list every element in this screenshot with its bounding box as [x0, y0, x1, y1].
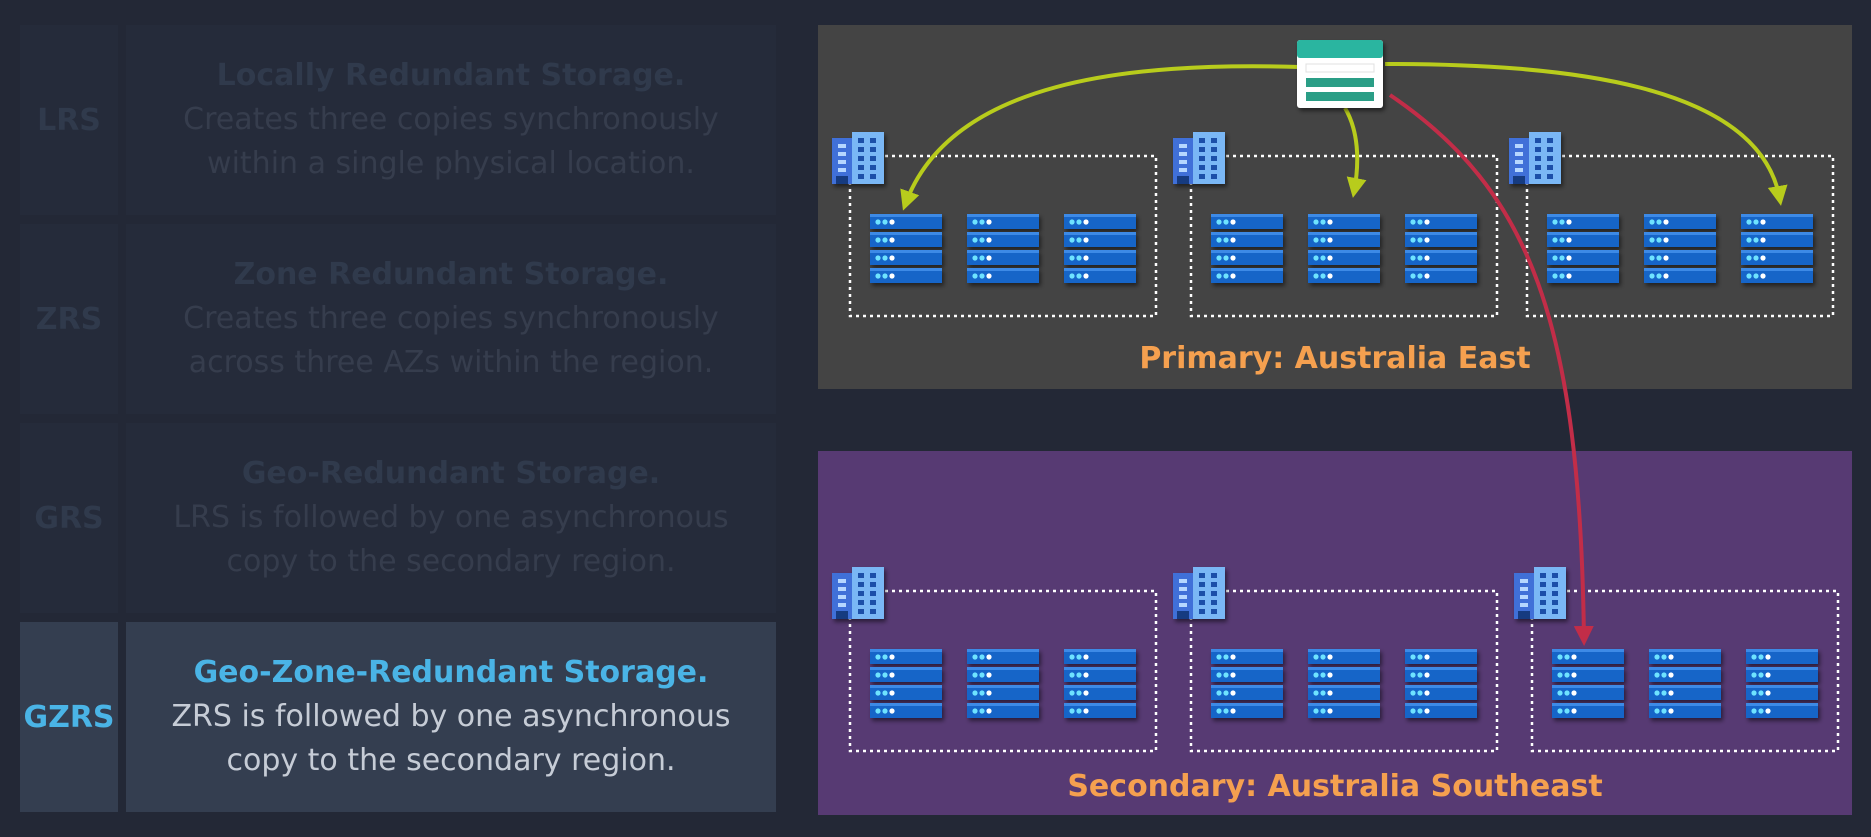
storage-account-icon	[1297, 40, 1383, 108]
datacenter-building-icon	[1173, 132, 1225, 184]
server-rack-icon	[1746, 649, 1818, 718]
availability-zone	[848, 154, 1158, 318]
sync-copy-arrow	[1343, 106, 1367, 198]
primary-region-label: Primary: Australia East	[1139, 341, 1531, 376]
option-line: across three AZs within the region.	[188, 345, 714, 380]
server-rack-icon	[1211, 649, 1283, 718]
server-rack-icon	[967, 214, 1039, 283]
server-rack-icon	[1308, 649, 1380, 718]
option-description: Locally Redundant Storage. Creates three…	[126, 25, 776, 215]
option-code: LRS	[20, 25, 118, 215]
option-line: copy to the secondary region.	[226, 544, 676, 579]
option-title: Geo-Redundant Storage.	[241, 456, 661, 491]
server-rack-icon	[870, 649, 942, 718]
option-description: Geo-Zone-Redundant Storage. ZRS is follo…	[126, 622, 776, 812]
server-rack-icon	[1308, 214, 1380, 283]
option-description: Zone Redundant Storage. Creates three co…	[126, 224, 776, 414]
server-rack-icon	[1552, 649, 1624, 718]
availability-zone	[848, 589, 1158, 753]
option-line: within a single physical location.	[207, 146, 695, 181]
option-lrs[interactable]: LRS Locally Redundant Storage. Creates t…	[20, 25, 776, 215]
sync-copy-arrow	[1384, 62, 1788, 206]
option-line: LRS is followed by one asynchronous	[173, 500, 729, 535]
async-copy-arrow	[1388, 93, 1594, 646]
option-title: Geo-Zone-Redundant Storage.	[193, 655, 709, 690]
option-zrs[interactable]: ZRS Zone Redundant Storage. Creates thre…	[20, 224, 776, 414]
server-rack-icon	[1741, 214, 1813, 283]
server-rack-icon	[1405, 649, 1477, 718]
server-rack-icon	[1064, 649, 1136, 718]
option-gzrs[interactable]: GZRS Geo-Zone-Redundant Storage. ZRS is …	[20, 622, 776, 812]
datacenter-building-icon	[832, 132, 884, 184]
server-rack-icon	[1644, 214, 1716, 283]
server-rack-icon	[1547, 214, 1619, 283]
option-title: Locally Redundant Storage.	[216, 58, 686, 93]
option-line: Creates three copies synchronously	[183, 102, 719, 137]
datacenter-building-icon	[832, 567, 884, 619]
datacenter-building-icon	[1173, 567, 1225, 619]
availability-zone	[1189, 154, 1499, 318]
secondary-region-label: Secondary: Australia Southeast	[1067, 769, 1603, 804]
option-line: Creates three copies synchronously	[183, 301, 719, 336]
availability-zone	[1525, 154, 1835, 318]
option-title: Zone Redundant Storage.	[233, 257, 669, 292]
server-rack-icon	[870, 214, 942, 283]
availability-zone	[1189, 589, 1499, 753]
server-rack-icon	[967, 649, 1039, 718]
datacenter-building-icon	[1514, 567, 1566, 619]
server-rack-icon	[1211, 214, 1283, 283]
availability-zone	[1530, 589, 1840, 753]
option-line: copy to the secondary region.	[226, 743, 676, 778]
server-rack-icon	[1649, 649, 1721, 718]
server-rack-icon	[1064, 214, 1136, 283]
option-code: GZRS	[20, 622, 118, 812]
server-rack-icon	[1405, 214, 1477, 283]
option-description: Geo-Redundant Storage. LRS is followed b…	[126, 423, 776, 613]
option-line: ZRS is followed by one asynchronous	[171, 699, 731, 734]
option-code: GRS	[20, 423, 118, 613]
option-code: ZRS	[20, 224, 118, 414]
option-grs[interactable]: GRS Geo-Redundant Storage. LRS is follow…	[20, 423, 776, 613]
datacenter-building-icon	[1509, 132, 1561, 184]
secondary-region: Secondary: Australia Southeast	[818, 451, 1852, 815]
sync-copy-arrow	[900, 64, 1301, 211]
